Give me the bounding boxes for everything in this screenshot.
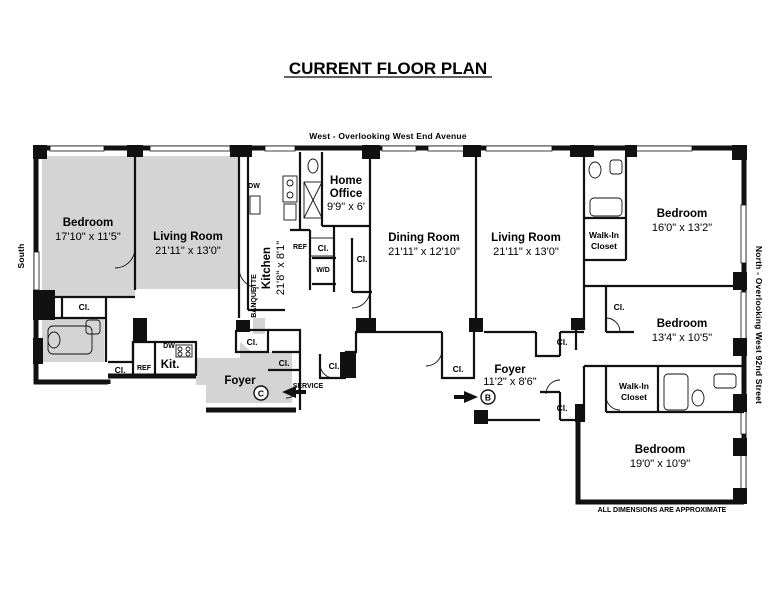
dw-label-1: DW: [163, 343, 175, 350]
living-room-east-name: Living Room: [491, 232, 561, 244]
foyer-west-name: Foyer: [224, 375, 256, 387]
bedroom-west-floor: [42, 156, 135, 297]
entry-c-icon: [253, 385, 269, 401]
wall-blocks: [33, 145, 747, 504]
bedroom-ne-name: Bedroom: [657, 208, 707, 220]
dining-room-name: Dining Room: [388, 232, 460, 244]
fixtures: [47, 158, 737, 411]
dining-room-dims: 21'11" x 12'10": [388, 246, 460, 258]
bedroom-ne-dims: 16'0" x 13'2": [652, 222, 712, 234]
bedroom-west-name: Bedroom: [63, 217, 113, 229]
bedroom-se-name: Bedroom: [635, 444, 685, 456]
interior-walls: [42, 150, 744, 422]
kitchen-name: Kitchen: [261, 247, 273, 289]
ref-label-1: REF: [137, 365, 152, 372]
toilet-west: [47, 331, 61, 349]
foyer-east-dims: 11'2" x 8'6": [483, 376, 536, 388]
closet-label-4: Cl.: [357, 254, 368, 264]
closet-label-11: Cl.: [614, 302, 625, 312]
south-label: South: [16, 243, 26, 268]
ref-box: [309, 237, 335, 257]
living-room-west-floor: [135, 156, 239, 289]
fixture-labels: Cl. Cl. REF DW DW REF Cl. W/D Cl. BANQUE…: [79, 183, 649, 413]
bath-west-floor: [42, 318, 104, 362]
closet-label-9: Cl.: [557, 337, 568, 347]
home-office-name-2: Office: [330, 188, 363, 200]
living-room-east-dims: 21'11" x 13'0": [493, 246, 559, 258]
kitchen-dims: 21'8" x 8'1": [275, 241, 287, 295]
entry-c-label: C: [258, 389, 264, 399]
entry-b-icon: [480, 389, 496, 405]
kit-small-name: Kit.: [161, 359, 180, 371]
foyer-east-name: Foyer: [494, 364, 526, 376]
living-room-west-dims: 21'11" x 13'0": [155, 245, 221, 257]
closet-label-1: Cl.: [79, 302, 90, 312]
wd-label: W/D: [316, 267, 330, 274]
bedroom-se-dims: 19'0" x 10'9": [630, 458, 690, 470]
walkin-closet-east-1: Walk-In: [619, 381, 649, 391]
home-office-name-1: Home: [330, 175, 362, 187]
bathtub-north: [589, 197, 623, 217]
living-room-west-name: Living Room: [153, 231, 223, 243]
stove-small-icon: [175, 344, 193, 358]
closet-label-2: Cl.: [115, 365, 126, 375]
door-swings: [114, 247, 621, 411]
service-label: SERVICE: [293, 383, 324, 390]
walkin-closet-north-2: Closet: [591, 241, 617, 251]
stove-icon: [282, 175, 298, 203]
foyer-west-floor: [196, 342, 292, 403]
plan-title: CURRENT FLOOR PLAN: [289, 59, 487, 78]
ref-label-2: REF: [293, 244, 308, 251]
walkin-closet-north-1: Walk-In: [589, 230, 619, 240]
closet-label-8: Cl.: [453, 364, 464, 374]
bedroom-west-dims: 17'10" x 11'5": [55, 231, 121, 243]
closet-label-6: Cl.: [279, 358, 290, 368]
west-label: West - Overlooking West End Avenue: [309, 131, 467, 141]
entry-b-label: B: [485, 393, 491, 403]
entry-markers: C B: [253, 385, 496, 405]
bedroom-east-dims: 13'4" x 10'5": [652, 332, 712, 344]
closet-label-7: Cl.: [329, 361, 340, 371]
arrow-c-icon: [282, 386, 306, 398]
dw-label-2: DW: [248, 183, 260, 190]
banquette-label: BANQUETTE: [251, 274, 258, 318]
walkin-closet-east-2: Closet: [621, 392, 647, 402]
closet-label-5: Cl.: [247, 337, 258, 347]
arrow-b-icon: [454, 391, 478, 403]
closet-label-3: Cl.: [318, 243, 329, 253]
gray-rooms: [42, 156, 292, 403]
north-label: North - Overlooking West 92nd Street: [754, 246, 764, 404]
bedroom-east-name: Bedroom: [657, 318, 707, 330]
home-office-dims: 9'9" x 6': [327, 201, 365, 213]
bathtub-east: [663, 373, 689, 411]
room-labels: Bedroom 17'10" x 11'5" Living Room 21'11…: [55, 175, 712, 470]
dimensions-note: ALL DIMENSIONS ARE APPROXIMATE: [598, 507, 727, 514]
closet-label-10: Cl.: [557, 403, 568, 413]
